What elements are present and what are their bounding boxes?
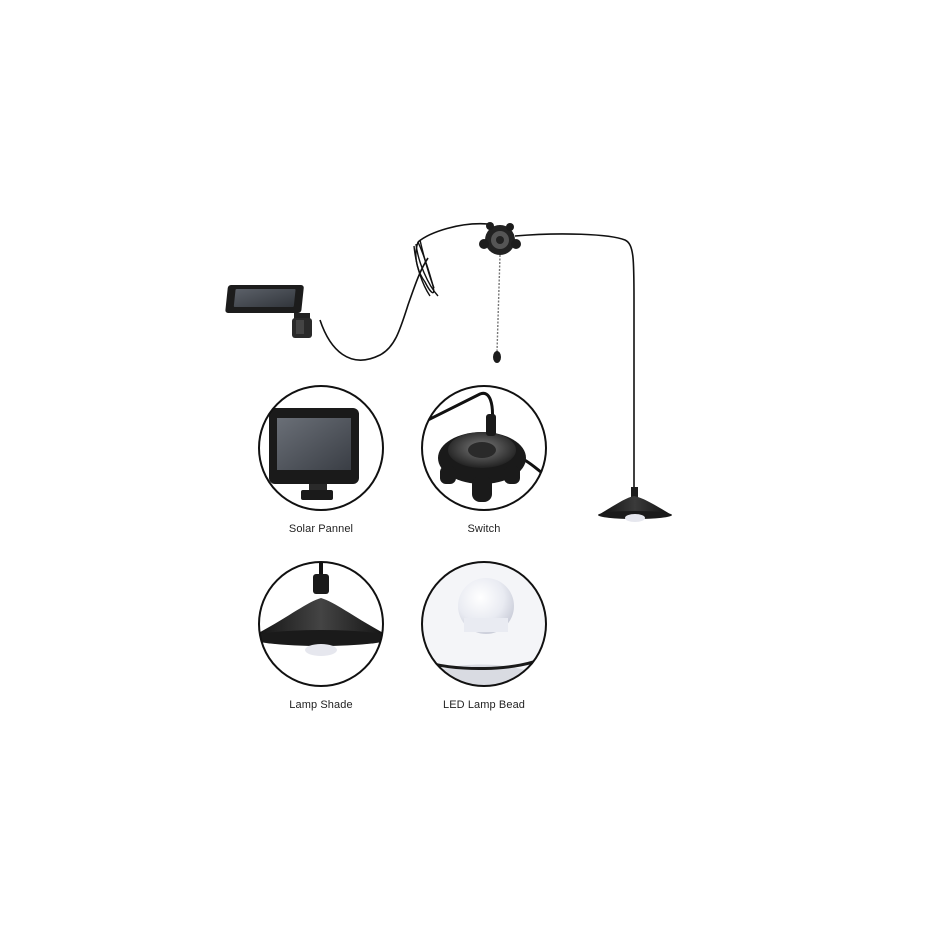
lamp-shade-icon [258, 561, 384, 687]
thumb-lamp-shade [257, 560, 385, 688]
caption-led-bead: LED Lamp Bead [442, 699, 526, 711]
cable-lamp [514, 233, 635, 490]
solar-panel-icon [258, 385, 384, 511]
switch-icon [421, 385, 547, 511]
thumb-led-bead [420, 560, 548, 688]
thumb-switch [420, 384, 548, 512]
thumb-solar-panel [257, 384, 385, 512]
switch-hub [479, 222, 521, 255]
lamp-shade-large [598, 487, 672, 522]
solar-panel-small [225, 285, 312, 338]
coiled-cable [413, 239, 439, 297]
caption-solar-panel: Solar Pannel [288, 523, 354, 535]
caption-switch: Switch [467, 523, 501, 535]
pull-chain [496, 254, 501, 353]
led-bead-icon [421, 561, 547, 687]
cable-panel [319, 257, 429, 361]
pull-chain-knob [493, 351, 501, 363]
caption-lamp-shade: Lamp Shade [289, 699, 353, 711]
